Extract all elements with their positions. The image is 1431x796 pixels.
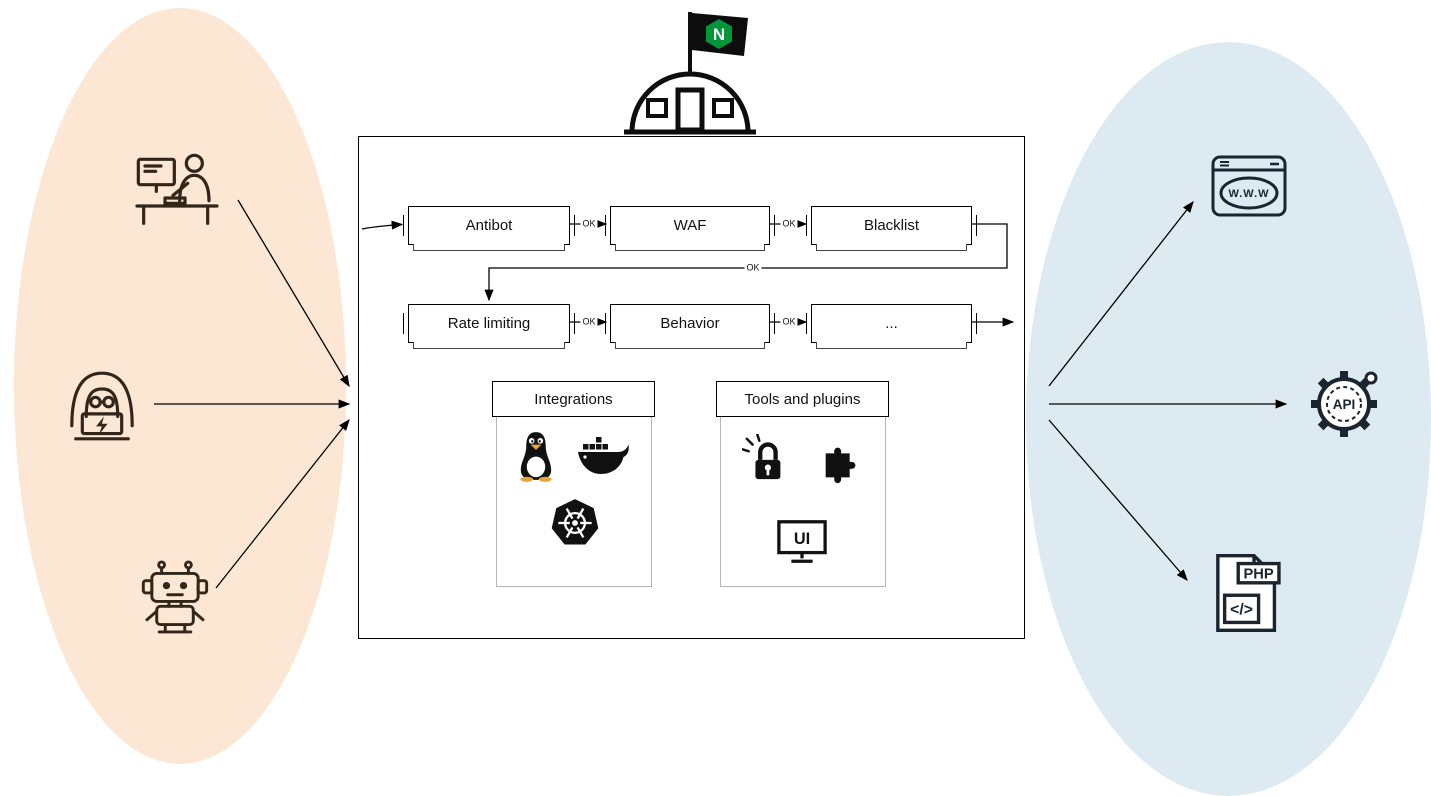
api-label: API [1333,397,1356,412]
pipeline-step-rate-limiting: Rate limiting [403,304,575,349]
www-label: W.W.W [1228,188,1269,200]
pipeline-step-label: WAF [673,217,707,234]
security-lock-icon [742,434,781,480]
ui-label: UI [794,530,810,548]
integrations-title: Integrations [534,390,613,408]
web-browser-icon: W.W.W [1211,155,1287,217]
bunker-icon: N [624,12,756,135]
nginx-hexagon-icon [706,19,732,49]
pipeline-step-label: Blacklist [863,217,919,234]
ok-label: OK [580,316,598,328]
pipeline-step-antibot: Antibot [403,206,575,251]
pipeline-step-blacklist: Blacklist [806,206,977,251]
nginx-letter: N [713,25,725,44]
integrations-panel-header: Integrations [492,381,655,417]
pipeline-step-more: ... [806,304,977,349]
robot-icon [141,560,209,634]
tools-panel-header: Tools and plugins [716,381,889,417]
api-gear-icon: API [1311,371,1378,437]
web-ui-monitor-icon: UI [777,520,827,563]
pipeline-step-waf: WAF [605,206,775,251]
pipeline-step-label: Rate limiting [447,315,531,332]
pipeline-step-behavior: Behavior [605,304,775,349]
hacker-icon [70,371,134,441]
tools-title: Tools and plugins [744,390,861,408]
pipeline-step-label: ... [885,315,898,332]
ok-label: OK [780,316,798,328]
plugin-puzzle-icon [825,447,856,484]
ok-label: OK [780,218,798,230]
pipeline-step-label: Antibot [465,217,513,234]
user-icon [135,153,219,225]
php-file-icon: PHP </> [1216,553,1281,633]
docker-whale-icon [578,437,629,474]
linux-tux-icon [520,432,552,482]
php-code-label: </> [1230,602,1253,619]
ok-label: OK [580,218,598,230]
pipeline-step-label: Behavior [660,315,720,332]
ok-label: OK [744,262,762,274]
php-label: PHP [1243,566,1273,582]
kubernetes-icon [551,499,599,545]
